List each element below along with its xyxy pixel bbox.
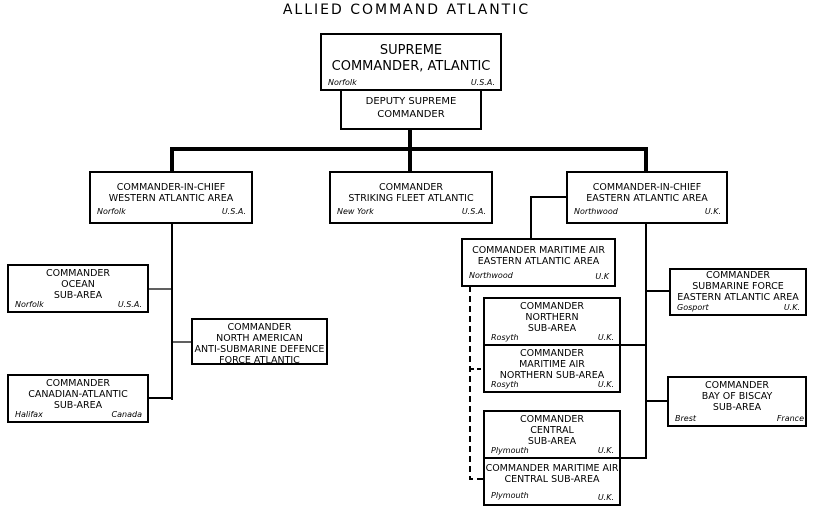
node-canadian-atlantic-sub-area: COMMANDER CANADIAN-ATLANTIC SUB-AREA Hal… <box>7 374 149 423</box>
connector-maritime-air-east <box>530 196 566 238</box>
node-striking-fleet-atlantic: COMMANDER STRIKING FLEET ATLANTIC New Yo… <box>329 171 493 224</box>
node-name: COMMANDER BAY OF BISCAY SUB-AREA <box>701 380 773 413</box>
node-submarine-force-eastern-atlantic: COMMANDER SUBMARINE FORCE EASTERN ATLANT… <box>669 268 807 316</box>
node-name: DEPUTY SUPREME COMMANDER <box>365 96 457 120</box>
node-central-sub-area: COMMANDER CENTRAL SUB-AREA Plymouth U.K. <box>483 410 621 459</box>
node-name: COMMANDER-IN-CHIEF EASTERN ATLANTIC AREA <box>586 182 708 204</box>
node-name: SUPREME COMMANDER, ATLANTIC <box>331 43 491 74</box>
node-location: Norfolk <box>15 300 44 309</box>
node-country: France <box>776 414 804 423</box>
node-name: COMMANDER MARITIME AIR EASTERN ATLANTIC … <box>472 245 605 267</box>
node-country: U.S.A. <box>461 207 486 216</box>
node-country: U.K. <box>597 446 614 455</box>
node-location: Northwood <box>469 271 513 280</box>
node-name: COMMANDER OCEAN SUB-AREA <box>45 268 111 301</box>
node-location: Rosyth <box>491 333 519 342</box>
node-bay-of-biscay-sub-area: COMMANDER BAY OF BISCAY SUB-AREA Brest F… <box>667 376 807 427</box>
node-location: Plymouth <box>491 446 529 455</box>
node-location: Norfolk <box>328 78 357 87</box>
node-deputy-supreme-commander: DEPUTY SUPREME COMMANDER <box>340 89 482 130</box>
node-maritime-air-eastern-atlantic: COMMANDER MARITIME AIR EASTERN ATLANTIC … <box>461 238 616 287</box>
node-country: U.K. <box>704 207 721 216</box>
dashed-connector-maritime-air <box>469 286 483 480</box>
node-maritime-air-central-sub-area: COMMANDER MARITIME AIR CENTRAL SUB-AREA … <box>483 457 621 506</box>
node-location: Gosport <box>677 303 709 312</box>
node-location: Northwood <box>574 207 618 216</box>
node-name: COMMANDER MARITIME AIR CENTRAL SUB-AREA <box>485 463 619 485</box>
node-name: COMMANDER MARITIME AIR NORTHERN SUB-AREA <box>499 348 605 381</box>
node-country: U.S.A. <box>117 300 142 309</box>
node-name: COMMANDER STRIKING FLEET ATLANTIC <box>348 182 474 204</box>
node-name: COMMANDER NORTHERN SUB-AREA <box>519 301 585 334</box>
node-location: New York <box>337 207 374 216</box>
node-country: U.K. <box>783 303 800 312</box>
node-location: Rosyth <box>491 380 519 389</box>
node-country: U.S.A. <box>470 78 495 87</box>
diagram-title: ALLIED COMMAND ATLANTIC <box>282 2 531 18</box>
node-location: Halifax <box>15 410 43 419</box>
node-north-american-asw-force: COMMANDER NORTH AMERICAN ANTI-SUBMARINE … <box>191 318 328 366</box>
node-country: Canada <box>111 410 142 419</box>
node-country: U.K. <box>597 493 614 502</box>
node-country: U.S.A. <box>221 207 246 216</box>
node-location: Norfolk <box>97 207 126 216</box>
node-maritime-air-northern-sub-area: COMMANDER MARITIME AIR NORTHERN SUB-AREA… <box>483 344 621 393</box>
node-cinc-western-atlantic: COMMANDER-IN-CHIEF WESTERN ATLANTIC AREA… <box>89 171 253 224</box>
node-cinc-eastern-atlantic: COMMANDER-IN-CHIEF EASTERN ATLANTIC AREA… <box>566 171 728 224</box>
node-name: COMMANDER CANADIAN-ATLANTIC SUB-AREA <box>28 378 128 411</box>
node-country: U.K <box>595 272 609 281</box>
node-name: COMMANDER NORTH AMERICAN ANTI-SUBMARINE … <box>194 322 325 366</box>
node-name: COMMANDER CENTRAL SUB-AREA <box>519 414 585 447</box>
node-location: Brest <box>675 414 697 423</box>
node-name: COMMANDER-IN-CHIEF WESTERN ATLANTIC AREA <box>108 182 234 204</box>
node-country: U.K. <box>597 333 614 342</box>
node-name: COMMANDER SUBMARINE FORCE EASTERN ATLANT… <box>677 270 799 303</box>
node-supreme-commander: SUPREME COMMANDER, ATLANTIC Norfolk U.S.… <box>320 33 502 91</box>
node-country: U.K. <box>597 380 614 389</box>
node-location: Plymouth <box>491 491 529 500</box>
node-ocean-sub-area: COMMANDER OCEAN SUB-AREA Norfolk U.S.A. <box>7 264 149 313</box>
node-northern-sub-area: COMMANDER NORTHERN SUB-AREA Rosyth U.K. <box>483 297 621 346</box>
